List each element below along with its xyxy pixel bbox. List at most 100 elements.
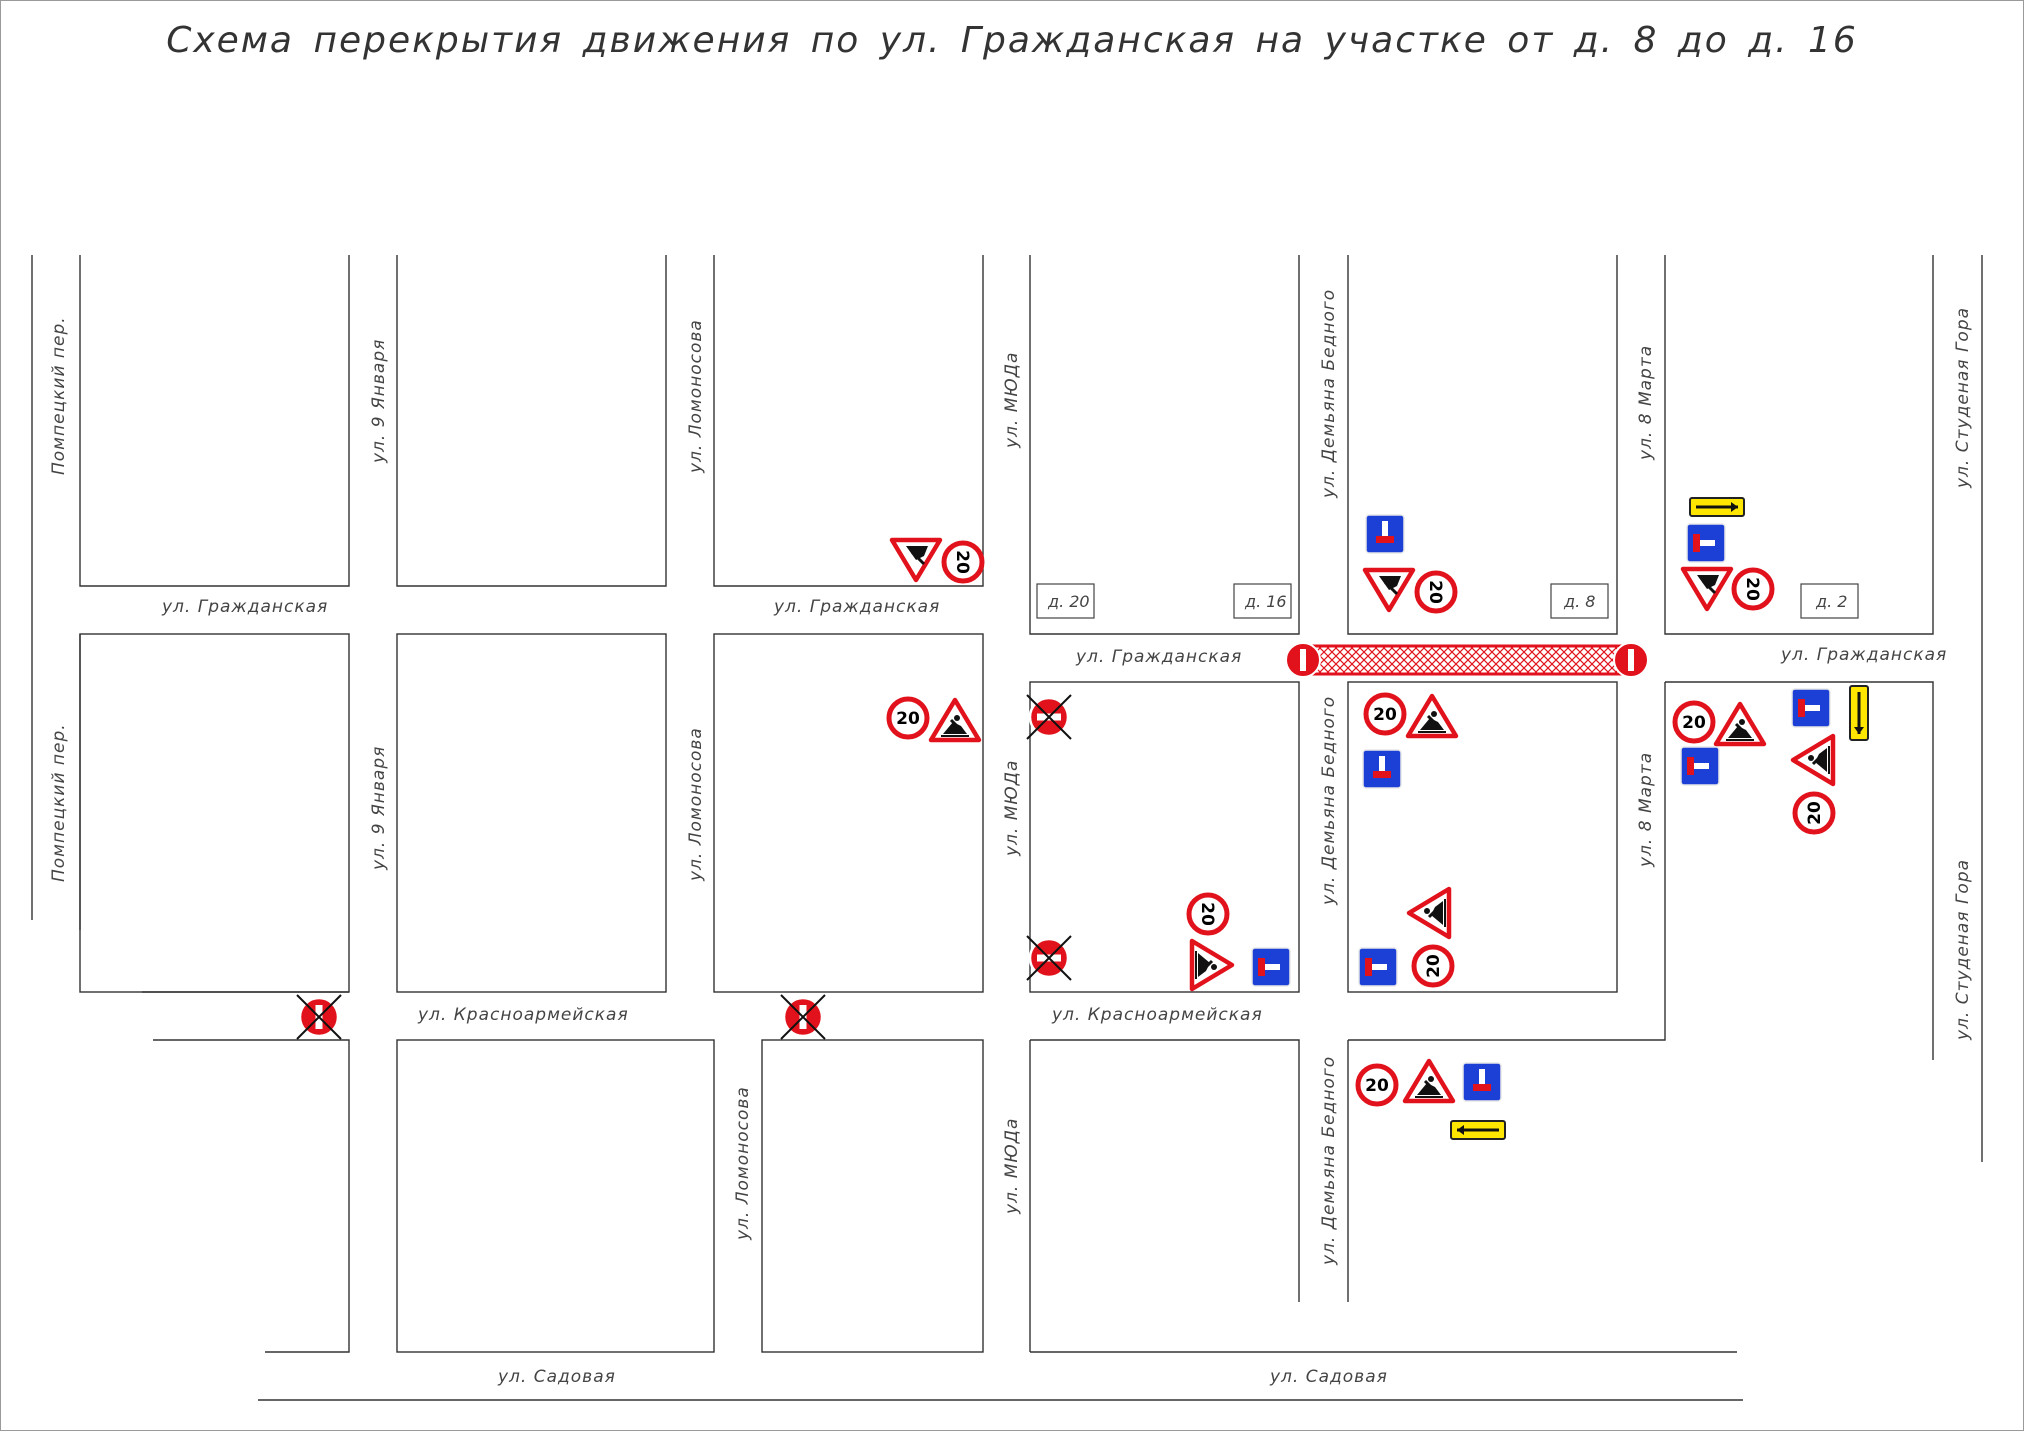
house-numbers: д. 20 д. 16 д. 8 д. 2	[1036, 583, 1859, 619]
road-works-sign-icon	[892, 540, 940, 580]
city-block	[713, 633, 984, 993]
street-label: ул. Ломоносова	[686, 319, 706, 474]
city-block	[153, 1039, 350, 1353]
road-lines	[31, 255, 1983, 1401]
speed-limit-sign-icon: 20	[1675, 703, 1713, 741]
speed-limit-sign-icon: 20	[1734, 570, 1772, 608]
street-label: ул. Студеная Гора	[1953, 307, 1973, 489]
road-works-sign-icon	[931, 700, 979, 740]
street-label: ул. МЮДа	[1002, 760, 1022, 857]
dead-end-sign-icon	[1686, 523, 1726, 563]
street-label: ул. Садовая	[1269, 1367, 1388, 1387]
house-number-box	[1233, 583, 1292, 619]
street-label: ул. Гражданская	[161, 597, 328, 617]
city-block	[79, 633, 350, 993]
city-block	[396, 633, 667, 993]
no-entry-sign-icon	[1285, 642, 1321, 678]
dead-end-sign-icon	[1251, 947, 1291, 987]
no-parking-stopping-sign-icon	[1025, 693, 1073, 741]
street-label: ул. 9 Января	[369, 746, 389, 871]
no-parking-stopping-sign-icon	[1025, 934, 1073, 982]
svg-text:20: 20	[1805, 801, 1825, 825]
street-label: ул. Гражданская	[1075, 647, 1242, 667]
street-labels: Помпецкий пер. Помпецкий пер. ул. 9 Янва…	[49, 289, 1973, 1387]
speed-limit-sign-icon: 20	[1795, 794, 1833, 832]
detour-direction-plate-icon	[1449, 1119, 1507, 1141]
city-block	[1347, 681, 1618, 993]
street-label: ул. 8 Марта	[1636, 752, 1656, 868]
detour-direction-plate-icon	[1689, 497, 1745, 517]
house-number: д. 20	[1047, 592, 1090, 611]
svg-text:20: 20	[1373, 705, 1397, 725]
house-number: д. 16	[1244, 592, 1287, 611]
city-block	[1030, 1039, 1300, 1302]
street-label: ул. Садовая	[497, 1367, 616, 1387]
street-label: ул. Демьяна Бедного	[1319, 696, 1339, 906]
house-number-box	[1036, 583, 1095, 619]
road-works-sign-icon	[1683, 569, 1731, 609]
dead-end-sign-icon	[1791, 688, 1831, 728]
svg-text:20: 20	[896, 709, 920, 729]
svg-text:20: 20	[1197, 902, 1217, 926]
road-works-sign-icon	[1405, 1061, 1453, 1101]
dead-end-sign-icon	[1462, 1062, 1502, 1102]
svg-text:20: 20	[1682, 713, 1706, 733]
city-block	[1347, 255, 1618, 635]
dead-end-sign-icon	[1365, 514, 1405, 554]
speed-limit-sign-icon: 20	[1414, 947, 1452, 985]
map-title: Схема перекрытия движения по ул. Граждан…	[166, 20, 1858, 61]
traffic-signs: 20 20 20 20 20	[295, 497, 1870, 1141]
closure-hatch	[1301, 644, 1633, 676]
house-number-box	[1800, 583, 1859, 619]
speed-limit-sign-icon: 20	[1366, 695, 1404, 733]
street-label: ул. Гражданская	[1780, 645, 1947, 665]
street-label: Помпецкий пер.	[49, 316, 69, 475]
road-works-sign-icon	[1408, 696, 1456, 736]
svg-text:20: 20	[952, 550, 972, 574]
svg-text:20: 20	[1742, 577, 1762, 601]
city-block	[713, 255, 984, 587]
street-label: ул. МЮДа	[1002, 352, 1022, 449]
city-block	[396, 255, 667, 587]
no-parking-stopping-sign-icon	[779, 993, 827, 1041]
dead-end-sign-icon	[1362, 749, 1402, 789]
city-block	[761, 1039, 984, 1353]
city-blocks	[79, 255, 1934, 1353]
svg-text:20: 20	[1424, 954, 1444, 978]
city-block	[1348, 682, 1666, 1041]
city-block	[1029, 681, 1300, 993]
city-block	[1665, 681, 1934, 1060]
road-works-sign-icon	[1716, 704, 1764, 744]
speed-limit-sign-icon: 20	[1417, 573, 1455, 611]
detour-direction-plate-icon	[1848, 684, 1870, 742]
house-number-box	[1550, 583, 1609, 619]
closed-road-section	[1285, 642, 1649, 678]
street-label: ул. МЮДа	[1002, 1118, 1022, 1215]
city-block	[1029, 255, 1300, 635]
dead-end-sign-icon	[1358, 947, 1398, 987]
city-block	[1664, 255, 1934, 635]
svg-text:20: 20	[1425, 580, 1445, 604]
speed-limit-sign-icon: 20	[1189, 895, 1227, 933]
street-label: ул. Ломоносова	[686, 727, 706, 882]
street-label: ул. 9 Января	[369, 339, 389, 464]
speed-limit-sign-icon: 20	[889, 699, 927, 737]
street-label: ул. Студеная Гора	[1953, 859, 1973, 1041]
street-label: ул. Красноармейская	[1051, 1005, 1263, 1025]
road-works-sign-icon	[1793, 736, 1833, 784]
house-number: д. 8	[1563, 592, 1595, 611]
road-works-sign-icon	[1365, 570, 1413, 610]
street-label: ул. Ломоносова	[733, 1086, 753, 1241]
svg-text:20: 20	[1365, 1076, 1389, 1096]
street-label: ул. Гражданская	[773, 597, 940, 617]
city-block	[396, 1039, 715, 1353]
speed-limit-sign-icon: 20	[1358, 1066, 1396, 1104]
no-entry-sign-icon	[1613, 642, 1649, 678]
house-number: д. 2	[1815, 592, 1847, 611]
street-label: ул. Красноармейская	[417, 1005, 629, 1025]
road-works-sign-icon	[1192, 941, 1232, 989]
city-block	[79, 255, 350, 587]
speed-limit-sign-icon: 20	[944, 543, 982, 581]
street-label: Помпецкий пер.	[49, 723, 69, 882]
